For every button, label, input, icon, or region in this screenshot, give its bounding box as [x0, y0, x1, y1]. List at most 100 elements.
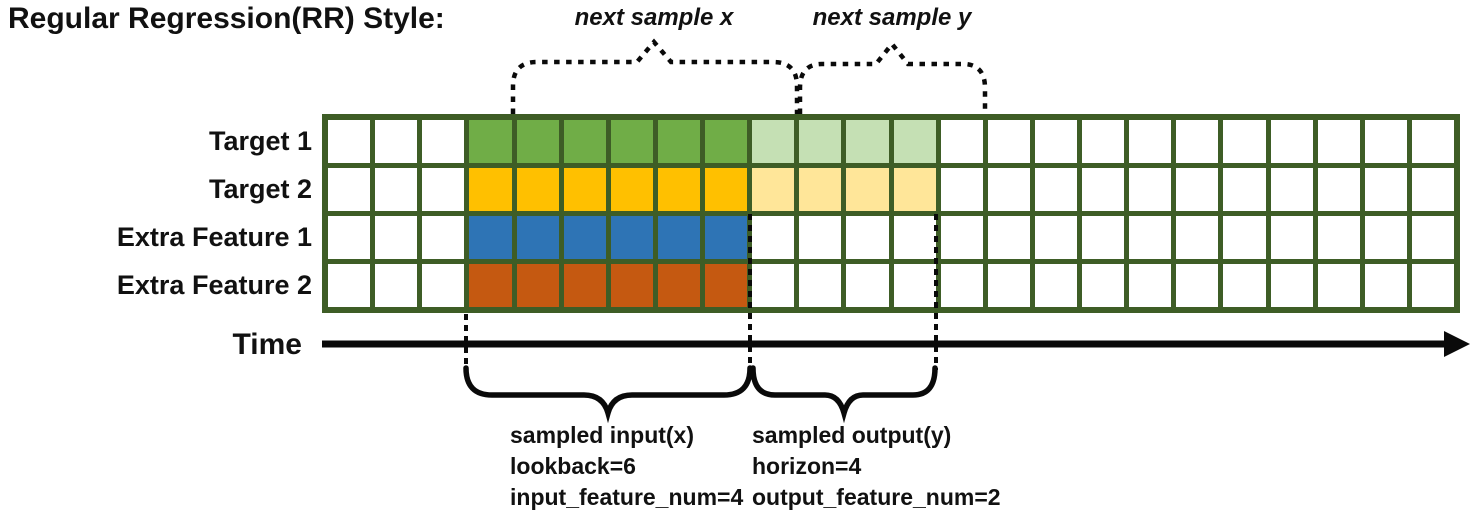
grid-cell: [1082, 120, 1125, 163]
next-sample-y-label: next sample y: [812, 4, 972, 31]
sampled-output-line: sampled output(y): [752, 422, 952, 448]
grid-cell: [987, 120, 1030, 163]
row-label-target-2: Target 2: [208, 174, 312, 204]
grid-cell: [1129, 120, 1172, 163]
grid-cell: [657, 120, 700, 163]
grid-cell: [1411, 264, 1454, 307]
grid-cell: [987, 168, 1030, 211]
grid-cell: [516, 168, 559, 211]
row-label-extra-feature-2: Extra Feature 2: [116, 270, 312, 300]
grid-cell: [1364, 264, 1407, 307]
grid-cell: [1411, 216, 1454, 259]
lookback-line: lookback=6: [510, 453, 636, 479]
grid-cell: [563, 216, 606, 259]
grid-cell: [987, 264, 1030, 307]
grid-cell: [799, 120, 842, 163]
grid-cell: [752, 216, 795, 259]
input-feature-num-line: input_feature_num=4: [510, 484, 744, 510]
grid-cell: [799, 168, 842, 211]
grid-cell: [1270, 120, 1313, 163]
grid-cell: [1176, 264, 1219, 307]
next-sample-x-brace: [510, 38, 800, 114]
grid-cell: [610, 216, 653, 259]
grid-cell: [940, 264, 983, 307]
row-label-target-1: Target 1: [208, 126, 312, 156]
grid-cell: [1082, 264, 1125, 307]
output-end-dotted-line: [934, 214, 938, 370]
grid-cell: [469, 168, 512, 211]
grid-cell: [1223, 216, 1266, 259]
grid-cell: [375, 216, 418, 259]
grid-cell: [1082, 216, 1125, 259]
grid-cell: [987, 216, 1030, 259]
grid-cell: [1034, 216, 1077, 259]
grid-cell: [328, 264, 371, 307]
grid-cell: [422, 120, 465, 163]
grid-cell: [1176, 120, 1219, 163]
grid-cell: [1411, 120, 1454, 163]
grid-cell: [657, 264, 700, 307]
grid-cell: [1223, 120, 1266, 163]
grid-cell: [1317, 168, 1360, 211]
grid-cell: [1082, 168, 1125, 211]
grid-cell: [705, 216, 748, 259]
grid-cell: [1223, 264, 1266, 307]
grid-cell: [1364, 168, 1407, 211]
grid-cell: [1176, 168, 1219, 211]
grid-cell: [846, 168, 889, 211]
grid-cell: [752, 120, 795, 163]
grid-cell: [1270, 216, 1313, 259]
grid-cell: [563, 264, 606, 307]
grid-cell: [1034, 120, 1077, 163]
grid-cell: [469, 264, 512, 307]
grid-cell: [516, 264, 559, 307]
grid-cell: [375, 264, 418, 307]
grid-cell: [1270, 264, 1313, 307]
grid-cell: [940, 120, 983, 163]
grid-cell: [1317, 120, 1360, 163]
grid-cell: [752, 168, 795, 211]
grid-cell: [657, 168, 700, 211]
grid-cell: [705, 120, 748, 163]
grid-cell: [705, 168, 748, 211]
grid-cell: [799, 216, 842, 259]
sampled-input-note: sampled input(x) lookback=6 input_featur…: [510, 420, 743, 513]
grid-cell: [846, 216, 889, 259]
grid-cell: [375, 120, 418, 163]
grid-cell: [1270, 168, 1313, 211]
sampled-input-line: sampled input(x): [510, 422, 695, 448]
grid-cell: [657, 216, 700, 259]
grid: [322, 114, 1460, 313]
grid-cell: [375, 168, 418, 211]
grid-cell: [940, 216, 983, 259]
grid-cell: [563, 120, 606, 163]
time-axis-label: Time: [232, 328, 302, 361]
grid-cell: [328, 216, 371, 259]
grid-cell: [893, 216, 936, 259]
grid-cell: [893, 264, 936, 307]
grid-cell: [422, 264, 465, 307]
row-label-extra-feature-1: Extra Feature 1: [116, 222, 312, 252]
grid-cell: [799, 264, 842, 307]
grid-cell: [705, 264, 748, 307]
grid-cell: [1317, 216, 1360, 259]
grid-cell: [1317, 264, 1360, 307]
next-sample-x-label: next sample x: [574, 4, 734, 31]
grid-cell: [1129, 216, 1172, 259]
grid-cell: [610, 120, 653, 163]
grid-cell: [893, 168, 936, 211]
grid-cell: [846, 120, 889, 163]
grid-cell: [422, 168, 465, 211]
grid-cell: [1364, 120, 1407, 163]
grid-cell: [422, 216, 465, 259]
time-axis-arrowhead: [1444, 331, 1470, 357]
grid-cell: [1129, 168, 1172, 211]
grid-cell: [469, 216, 512, 259]
grid-cell: [610, 168, 653, 211]
sampled-output-note: sampled output(y) horizon=4 output_featu…: [752, 420, 1001, 513]
diagram-title: Regular Regression(RR) Style:: [8, 2, 445, 35]
output-feature-num-line: output_feature_num=2: [752, 484, 1001, 510]
